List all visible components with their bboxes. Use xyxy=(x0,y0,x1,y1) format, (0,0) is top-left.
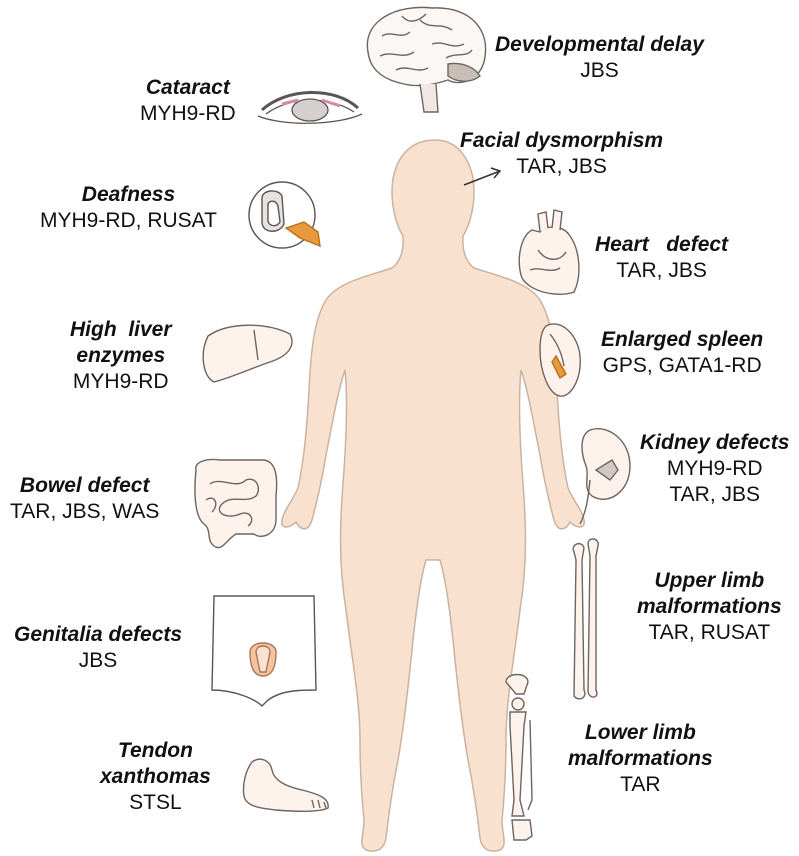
liver-icon xyxy=(203,325,292,382)
bowel-defect-title: Bowel defect xyxy=(10,473,159,499)
high-liver-enzymes-diseases: MYH9-RD xyxy=(70,369,172,395)
label-high-liver-enzymes: High liver enzymes MYH9-RD xyxy=(70,317,172,395)
cataract-diseases: MYH9-RD xyxy=(140,101,236,127)
enlarged-spleen-diseases: GPS, GATA1-RD xyxy=(601,353,763,379)
label-heart-defect: Heart defect TAR, JBS xyxy=(595,232,728,284)
label-facial-dysmorphism: Facial dysmorphism TAR, JBS xyxy=(460,128,663,180)
label-kidney-defects: Kidney defects MYH9-RD TAR, JBS xyxy=(640,430,789,508)
lower-limb-diseases: TAR xyxy=(568,772,713,798)
high-liver-enzymes-title-line2: enzymes xyxy=(70,343,172,369)
deafness-title: Deafness xyxy=(40,182,217,208)
foot-icon xyxy=(243,759,328,811)
label-deafness: Deafness MYH9-RD, RUSAT xyxy=(40,182,217,234)
developmental-delay-diseases: JBS xyxy=(495,58,704,84)
label-lower-limb: Lower limb malformations TAR xyxy=(568,720,713,798)
ear-icon xyxy=(249,182,320,248)
kidney-defects-title: Kidney defects xyxy=(640,430,789,456)
heart-defect-diseases: TAR, JBS xyxy=(595,258,728,284)
label-tendon-xanthomas: Tendon xanthomas STSL xyxy=(100,738,211,816)
upper-limb-title-line2: malformations xyxy=(637,594,782,620)
upper-limb-diseases: TAR, RUSAT xyxy=(637,620,782,646)
lower-limb-title-line2: malformations xyxy=(568,746,713,772)
arm-bones-icon xyxy=(573,539,598,699)
bowel-defect-diseases: TAR, JBS, WAS xyxy=(10,499,159,525)
label-developmental-delay: Developmental delay JBS xyxy=(495,32,704,84)
leg-bones-icon xyxy=(506,675,532,841)
tendon-xanthomas-title-line1: Tendon xyxy=(100,738,211,764)
intestine-icon xyxy=(195,459,277,547)
label-bowel-defect: Bowel defect TAR, JBS, WAS xyxy=(10,473,159,525)
tendon-xanthomas-title-line2: xanthomas xyxy=(100,764,211,790)
high-liver-enzymes-title-line1: High liver xyxy=(70,317,172,343)
upper-limb-title-line1: Upper limb xyxy=(637,568,782,594)
label-enlarged-spleen: Enlarged spleen GPS, GATA1-RD xyxy=(601,327,763,379)
kidney-defects-diseases-line2: TAR, JBS xyxy=(640,482,789,508)
genitalia-defects-diseases: JBS xyxy=(14,648,182,674)
enlarged-spleen-title: Enlarged spleen xyxy=(601,327,763,353)
tendon-xanthomas-diseases: STSL xyxy=(100,790,211,816)
heart-icon xyxy=(519,210,579,294)
deafness-diseases: MYH9-RD, RUSAT xyxy=(40,208,217,234)
genitalia-icon xyxy=(212,596,316,706)
facial-dysmorphism-title: Facial dysmorphism xyxy=(460,128,663,154)
label-cataract: Cataract MYH9-RD xyxy=(140,75,236,127)
brain-icon xyxy=(367,7,485,112)
lower-limb-title-line1: Lower limb xyxy=(568,720,713,746)
kidney-defects-diseases-line1: MYH9-RD xyxy=(640,456,789,482)
facial-dysmorphism-diseases: TAR, JBS xyxy=(460,154,663,180)
developmental-delay-title: Developmental delay xyxy=(495,32,704,58)
label-upper-limb: Upper limb malformations TAR, RUSAT xyxy=(637,568,782,646)
label-genitalia-defects: Genitalia defects JBS xyxy=(14,622,182,674)
genitalia-defects-title: Genitalia defects xyxy=(14,622,182,648)
heart-defect-title: Heart defect xyxy=(595,232,728,258)
cataract-title: Cataract xyxy=(140,75,236,101)
eye-icon xyxy=(258,92,362,123)
kidney-icon xyxy=(580,429,630,524)
